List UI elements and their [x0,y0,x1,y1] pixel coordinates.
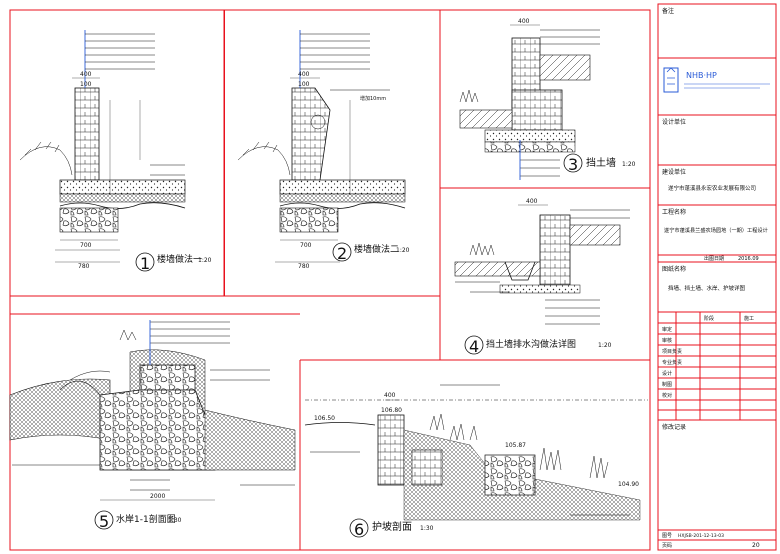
p2-dim-base: 700 [300,242,312,249]
p6-elev-2: 106.80 [381,407,402,414]
tb-sig-3: 专业负责 [662,359,682,366]
tb-stage-value: 施工 [744,315,754,322]
panel-4-drain-detail: 400 4 挡土墙排水沟做法详图 1:20 [454,198,630,356]
p2-note: 增加10mm [360,95,386,102]
tb-drawing-value: 挡墙、挡土墙、水岸、护坡详图 [668,284,746,292]
p6-elev-3: 105.87 [505,442,526,449]
p5-scale: 1:30 [168,517,182,524]
p3-title: 挡土墙 [586,156,616,169]
p3-scale: 1:20 [622,161,636,168]
p4-title: 挡土墙排水沟做法详图 [486,338,576,350]
p6-title: 护坡剖面 [372,520,412,533]
p6-dim-top: 400 [384,392,396,399]
tb-sheet-value: 20 [752,542,760,549]
panel-6-slope-section: 400 106.50 106.80 105.87 104.90 6 护坡剖面 1… [304,384,648,539]
p3-dim-top: 400 [518,18,530,25]
p1-number-circle [135,252,155,272]
p1-dim-top: 400 [80,71,92,78]
p2-number: 2 [337,244,347,263]
tb-sig-5: 制图 [662,381,672,388]
tb-drawing-no-value: HXJSB-201-12-13-03 [678,533,724,539]
p3-number: 3 [568,155,578,174]
tb-date-value: 2016.09 [738,256,759,262]
p5-dim-bottom: 2000 [150,493,165,500]
tb-project-value: 遂宁市蓬溪县兰盛农场园地（一期）工程设计 [664,226,768,234]
tb-sig-1: 审核 [662,337,672,344]
p1-dim-mid: 100 [80,81,92,88]
panel-1-wall-detail: 400 100 700 780 1 楼墙做法一 1:20 [19,30,212,273]
p1-title: 楼墙做法一 [157,253,202,265]
p1-scale: 1:20 [198,257,212,264]
p6-scale: 1:30 [420,525,434,532]
tb-sig-6: 校对 [662,392,672,399]
tb-revision-label: 修改记录 [662,423,686,431]
tb-project-label: 工程名称 [662,208,686,216]
tb-drawing-no-label: 图号 [662,533,672,539]
tb-header: 备注 [662,7,674,15]
tb-date-label: 出图日期 [704,255,724,262]
tb-sig-4: 设计 [662,370,672,377]
tb-drawing-label: 图纸名称 [662,265,686,273]
title-block: NHB·HP 备注 设计单位 建设单位 遂宁市蓬溪县永宏农业发展有限公司 工程名… [657,3,777,551]
p6-number: 6 [354,520,364,539]
tb-sig-0: 审定 [662,326,672,333]
panel-3-retaining-wall: 400 3 挡土墙 1:20 [459,18,636,180]
panel-2-wall-detail: 增加10mm 400 100 700 780 2 楼墙做法二 1:20 [237,30,410,270]
p2-dim-mid: 100 [298,81,310,88]
p6-elev-1: 106.50 [314,415,335,422]
tb-sig-2: 项目负责 [662,348,682,355]
tb-client-label: 建设单位 [662,168,686,176]
p4-scale: 1:20 [598,342,612,349]
sheet-frame [9,9,651,551]
tb-client-value: 遂宁市蓬溪县永宏农业发展有限公司 [668,184,756,192]
p4-dim-top: 400 [526,198,538,205]
company-logo-text: NHB·HP [686,71,717,80]
p1-number: 1 [140,254,150,273]
p2-scale: 1:20 [396,247,410,254]
p5-number: 5 [99,512,109,531]
p4-number: 4 [469,337,479,356]
p2-title: 楼墙做法二 [354,243,399,255]
tb-sheet-label: 页码 [662,542,672,549]
p1-dim-bottom: 780 [78,263,90,270]
p2-dim-top: 400 [298,71,310,78]
p6-elev-4: 104.90 [618,481,639,488]
panel-5-bank-section: 2000 5 水岸1-1剖面图 1:30 [9,320,296,531]
tb-design-label: 设计单位 [662,118,686,126]
p5-title: 水岸1-1剖面图 [116,513,176,525]
tb-stage-label: 阶段 [704,315,714,322]
p1-dim-base: 700 [80,242,92,249]
p2-dim-bottom: 780 [298,263,310,270]
